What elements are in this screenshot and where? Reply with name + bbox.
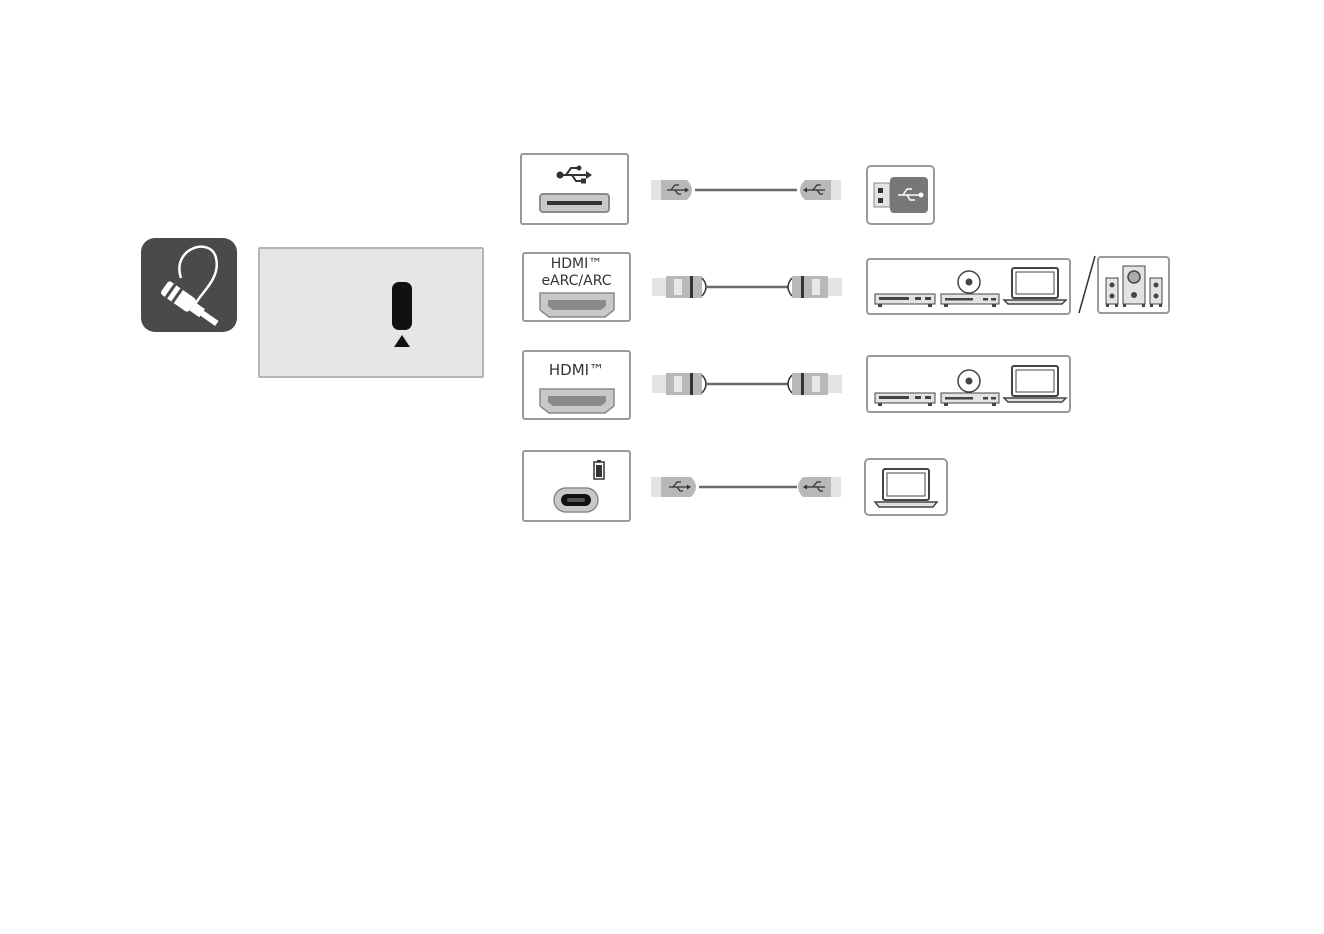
speaker-device-box [1097,256,1170,314]
speaker-system-icon [1102,262,1166,308]
hdmi-device-box [866,355,1071,413]
usb-c-cable [651,475,841,499]
hdmi-port-icon [539,292,615,318]
usb-c-port-icon [553,487,599,513]
laptop-icon [875,468,937,508]
usb-flash-drive-icon [874,177,928,213]
hdmi-earc-port-box: HDMI™ eARC/ARC [522,252,631,322]
hdmi-port-icon [539,388,615,414]
hdmi-cable [652,372,842,396]
usb-port-slot [539,193,610,213]
disc-player-icon [941,369,999,407]
usb-c-port-box [522,450,631,522]
rca-cable-icon [141,238,237,332]
dvd-player-icon [875,294,935,308]
usb-port-box [520,153,629,225]
usb-icon [556,163,592,183]
usb-c-device-box [864,458,948,516]
dvd-player-icon [875,393,935,407]
hdmi-earc-cable [652,275,842,299]
hdmi-earc-label-line1: HDMI™ [524,256,629,273]
usb-device-box [866,165,935,225]
or-separator [1077,256,1097,314]
laptop-icon [1004,267,1066,305]
hdmi-earc-label-line2: eARC/ARC [524,273,629,290]
battery-icon [593,460,605,480]
arrow-up-icon [394,335,410,347]
disc-player-icon [941,270,999,308]
port-slot [392,282,412,330]
hdmi-label: HDMI™ [524,362,629,379]
hdmi-port-box: HDMI™ [522,350,631,420]
laptop-icon [1004,365,1066,403]
hdmi-earc-device-box [866,258,1071,315]
usb-cable [651,178,841,202]
port-location-panel [258,247,484,378]
